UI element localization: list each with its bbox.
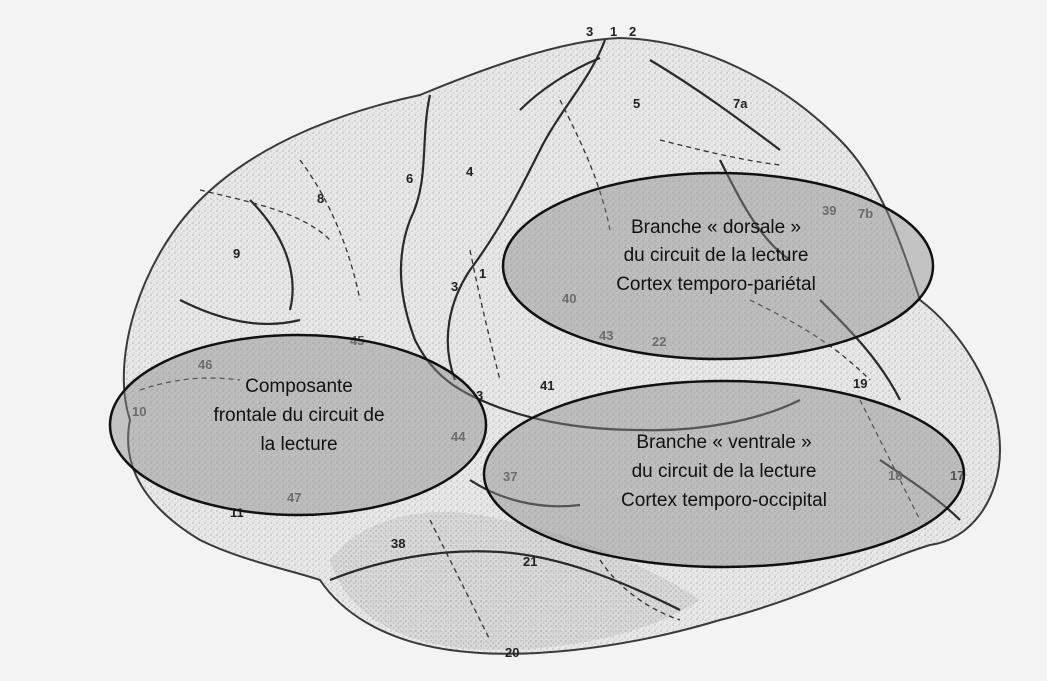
dorsal-label-line3: Cortex temporo-pariétal (616, 274, 816, 295)
area-label: 3 (451, 279, 458, 294)
frontal-label-line1: Composante (245, 376, 353, 397)
ventral-label-line1: Branche « ventrale » (636, 432, 811, 453)
area-label: 19 (853, 376, 867, 391)
area-label: 21 (523, 554, 537, 569)
area-label: 5 (633, 96, 640, 111)
frontal-label-line3: la lecture (260, 434, 337, 455)
frontal-label-line2: frontale du circuit de (213, 405, 384, 426)
area-label: 20 (505, 645, 519, 660)
area-label: 3 (586, 24, 593, 39)
area-label: 41 (540, 378, 554, 393)
area-label: 1 (479, 266, 486, 281)
area-label: 9 (233, 246, 240, 261)
area-label: 2 (629, 24, 636, 39)
dorsal-label-line1: Branche « dorsale » (631, 217, 801, 238)
area-label: 6 (406, 171, 413, 186)
area-label: 38 (391, 536, 405, 551)
dorsal-ellipse (503, 173, 933, 359)
area-label: 4 (466, 164, 474, 179)
area-label: 7a (733, 96, 748, 111)
area-label: 1 (610, 24, 617, 39)
area-label: 8 (317, 191, 324, 206)
ventral-label-line2: du circuit de la lecture (632, 461, 817, 482)
dorsal-label-line2: du circuit de la lecture (624, 245, 809, 266)
ventral-label-line3: Cortex temporo-occipital (621, 490, 827, 511)
